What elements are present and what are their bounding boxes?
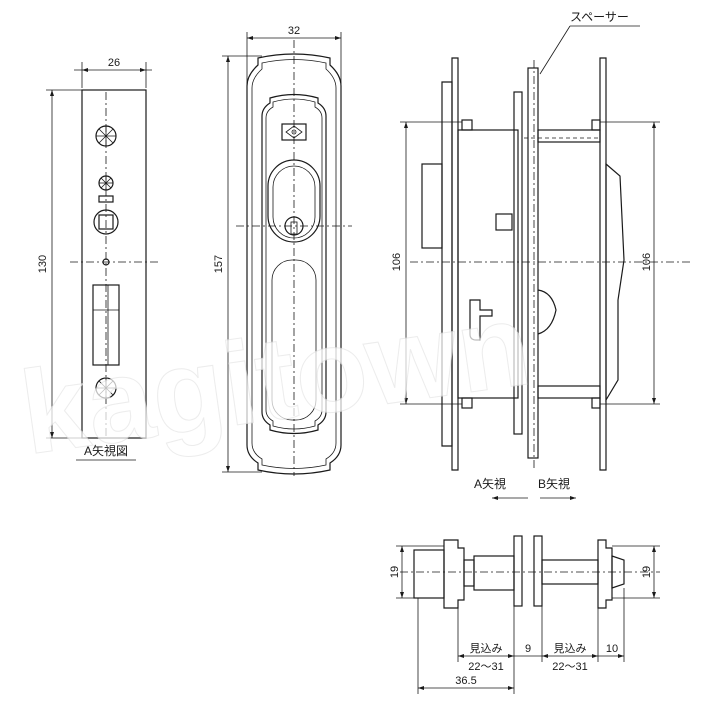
view-escutcheon-plate: 32 157	[213, 25, 352, 476]
dim-side-height-right: 106	[641, 253, 653, 271]
mikomi-right-label: 見込み	[554, 642, 587, 655]
dim-bottom-height-right: 19	[641, 566, 653, 578]
view-side-section: 106 106 スペーサー A矢視 B矢視	[391, 10, 690, 500]
dim-bottom-height-left: 19	[389, 566, 401, 578]
dim-right-offset: 10	[606, 643, 618, 655]
dim-side-height-left: 106	[391, 253, 403, 271]
dim-plate-height: 157	[213, 255, 225, 273]
spacer-label: スペーサー	[570, 10, 629, 24]
arrow-b-label: B矢視	[538, 476, 570, 491]
range-right-label: 22～31	[552, 661, 587, 673]
arrow-a-label: A矢視	[474, 476, 506, 491]
view-a-label: A矢視図	[84, 443, 128, 458]
watermark-logo: kagitown	[13, 278, 538, 480]
dim-gap-mid: 9	[525, 643, 531, 655]
mikomi-left-label: 見込み	[470, 642, 503, 655]
dim-front-height: 130	[37, 255, 49, 273]
range-left-label: 22～31	[468, 661, 503, 673]
dim-total-offset: 36.5	[455, 675, 476, 687]
dim-front-width: 26	[108, 57, 120, 69]
dim-plate-width: 32	[288, 25, 300, 37]
view-bottom-section: 19 19 見込み 22～31 9 見込み 22～31 10 36.5	[389, 535, 660, 694]
view-a-front-plate: 26 130 A矢視図	[37, 57, 158, 461]
